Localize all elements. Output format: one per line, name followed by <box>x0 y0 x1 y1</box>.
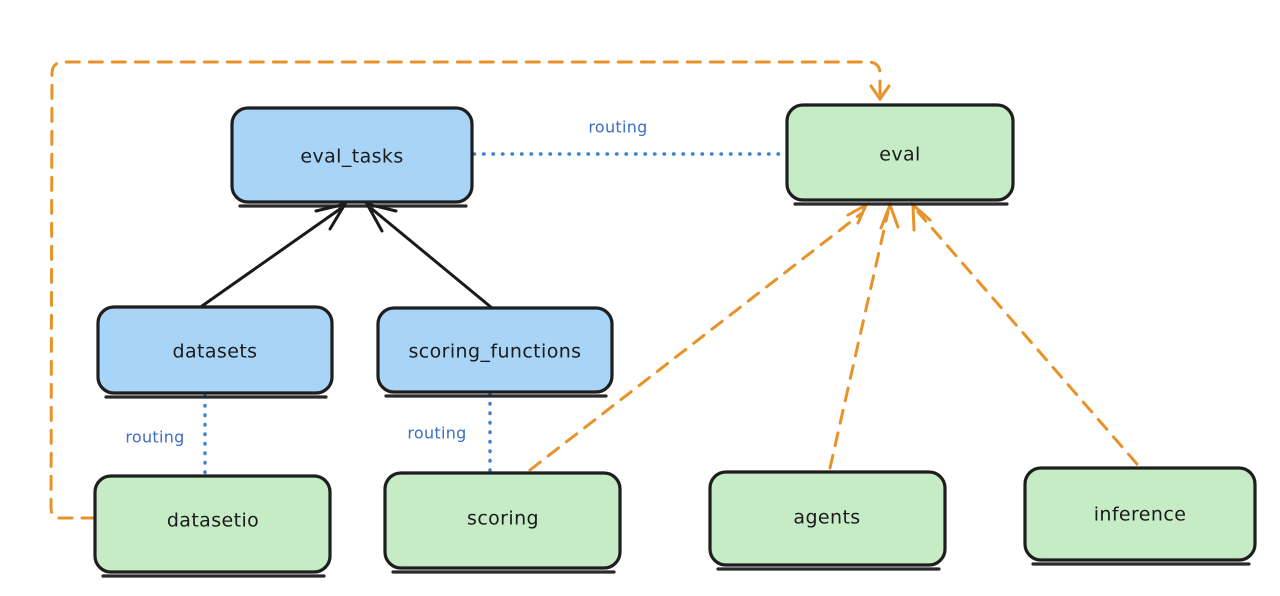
node-eval-tasks[interactable]: eval_tasks <box>230 106 474 208</box>
edge-datasets-datasetio: routing <box>125 394 207 476</box>
edge-label-routing-scoring: routing <box>407 424 466 443</box>
node-scoring-functions[interactable]: scoring_functions <box>376 306 614 398</box>
node-scoring-label: scoring <box>467 508 539 530</box>
node-datasetio-shape[interactable] <box>93 474 332 574</box>
edges-layer: routing routing routing <box>49 60 1139 520</box>
edge-label-routing-datasetio: routing <box>125 428 184 447</box>
node-inference-shape[interactable] <box>1023 466 1257 562</box>
node-inference[interactable]: inference <box>1023 466 1257 566</box>
node-datasetio[interactable]: datasetio <box>93 474 332 578</box>
node-scoring-functions-shape[interactable] <box>376 306 614 394</box>
node-datasets[interactable]: datasets <box>96 305 334 399</box>
node-eval-shape[interactable] <box>785 103 1015 202</box>
node-agents-shape[interactable] <box>708 470 947 567</box>
edge-agents-eval <box>828 200 900 470</box>
node-eval-tasks-label: eval_tasks <box>300 146 403 168</box>
node-eval-tasks-shape[interactable] <box>230 106 474 204</box>
node-datasetio-label: datasetio <box>167 510 259 532</box>
edge-scoringfunctions-scoring: routing <box>407 392 492 473</box>
node-eval[interactable]: eval <box>785 103 1015 206</box>
edge-datasets-evaltasks <box>200 201 349 308</box>
node-scoring-functions-label: scoring_functions <box>409 341 582 363</box>
nodes-layer: eval_tasks eval datasets scoring_functio… <box>93 103 1257 578</box>
node-inference-label: inference <box>1094 504 1187 526</box>
edge-inference-eval <box>911 201 1139 466</box>
node-scoring[interactable]: scoring <box>383 471 622 574</box>
node-datasets-shape[interactable] <box>96 305 334 395</box>
node-agents[interactable]: agents <box>708 470 947 571</box>
node-scoring-shape[interactable] <box>383 471 622 570</box>
edge-datasetio-eval <box>49 60 891 520</box>
node-datasets-label: datasets <box>173 341 258 363</box>
edge-evaltasks-eval: routing <box>472 118 787 156</box>
node-agents-label: agents <box>793 507 860 529</box>
edge-scoringfunctions-evaltasks <box>364 201 494 310</box>
node-eval-label: eval <box>879 144 920 166</box>
edge-label-routing-eval: routing <box>588 118 647 137</box>
